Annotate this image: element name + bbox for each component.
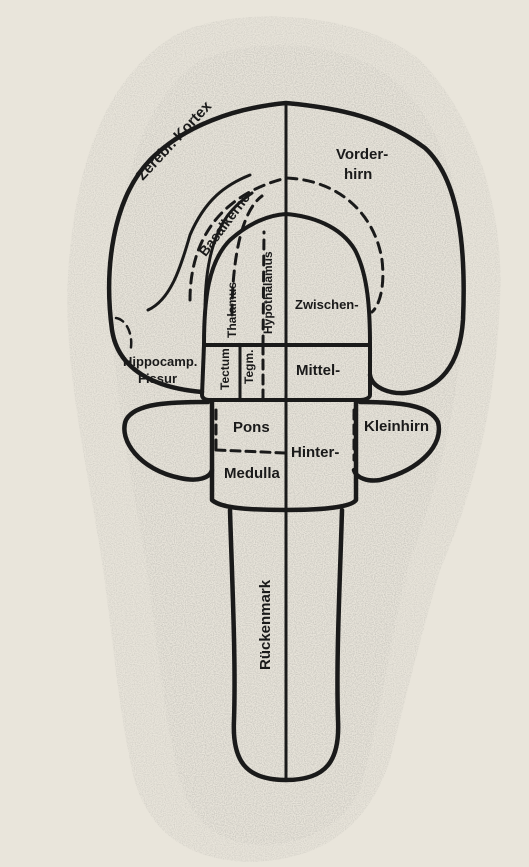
label-hippocampus: Hippocamp. bbox=[123, 355, 197, 368]
label-hypothalamus: Hypothalamus bbox=[262, 251, 274, 334]
label-vorderhirn-2: hirn bbox=[344, 167, 372, 182]
label-kleinhirn: Kleinhirn bbox=[364, 419, 429, 434]
label-tegmentum: Tegm. bbox=[243, 350, 255, 384]
label-pons: Pons bbox=[233, 420, 270, 435]
label-medulla: Medulla bbox=[224, 466, 280, 481]
label-vorderhirn-1: Vorder- bbox=[336, 147, 388, 162]
label-hinter: Hinter- bbox=[291, 445, 339, 460]
label-tectum: Tectum bbox=[219, 348, 231, 390]
label-thalamus: Thalamus bbox=[226, 282, 238, 338]
label-fissur: Fissur bbox=[138, 372, 177, 385]
label-rueckenmark: Rückenmark bbox=[258, 580, 273, 670]
label-zwischen: Zwischen- bbox=[295, 298, 359, 311]
label-mittel: Mittel- bbox=[296, 363, 340, 378]
